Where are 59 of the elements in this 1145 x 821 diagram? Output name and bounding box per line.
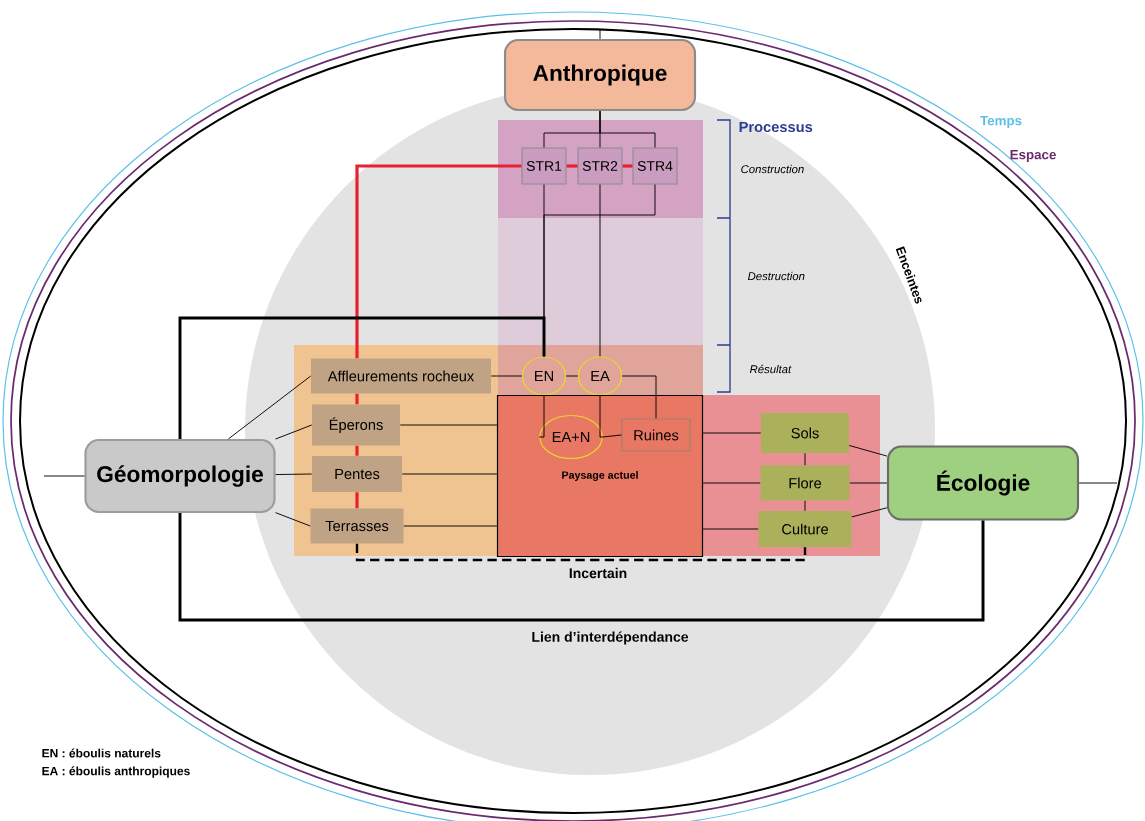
connector (599, 395, 604, 438)
bracket-heading: Processus (739, 121, 813, 133)
edge-label: Lien d’interdépendance (532, 631, 689, 645)
abbreviation-note: EN : éboulis naturels (42, 748, 161, 758)
connector (275, 424, 313, 440)
element-box: Pentes (312, 456, 402, 492)
structure-box: STR2 (577, 147, 623, 185)
connector (275, 512, 311, 527)
category-box: Écologie (886, 445, 1080, 521)
edge-label: Incertain (569, 567, 627, 579)
element-box: Flore (760, 465, 850, 501)
connector (804, 452, 806, 466)
connector (599, 184, 601, 357)
connector (849, 482, 888, 484)
ruins-box: Ruines (621, 418, 691, 452)
element-box: Terrasses (310, 508, 404, 544)
connector (599, 28, 601, 40)
connector (355, 492, 359, 509)
stage-label: Construction (741, 164, 804, 174)
connector (621, 375, 657, 419)
connector (355, 164, 522, 359)
connector (599, 110, 656, 148)
connector (403, 525, 498, 527)
connector (401, 473, 498, 475)
connector (178, 513, 985, 622)
connector (399, 424, 498, 426)
connector (851, 507, 888, 518)
element-box: Affleurements rocheux (311, 358, 491, 394)
category-box: Anthropique (503, 38, 697, 112)
structure-box: STR4 (632, 147, 678, 185)
connector (178, 316, 546, 439)
ring-label: Espace (1010, 150, 1056, 162)
connector (622, 164, 633, 168)
stage-label: Destruction (747, 271, 805, 281)
connector (355, 445, 359, 456)
connector (702, 482, 761, 484)
connector (848, 445, 888, 457)
connector (275, 473, 313, 475)
element-box: Culture (758, 511, 852, 547)
connector (538, 395, 545, 438)
connector (355, 393, 359, 405)
stage-label: Résultat (749, 364, 792, 374)
connector (1078, 482, 1118, 484)
abbreviation-note: EA : éboulis anthropiques (42, 766, 190, 778)
connector (804, 500, 806, 512)
connector (702, 528, 759, 530)
element-box: Sols (761, 413, 849, 453)
connector (355, 543, 807, 562)
structure-box: STR1 (521, 147, 567, 185)
connector (565, 375, 579, 377)
category-box: Géomorpologie (84, 438, 276, 514)
connector (566, 164, 578, 168)
element-box: Éperons (312, 404, 400, 446)
connector (602, 434, 622, 438)
connector (227, 375, 312, 440)
connector (43, 475, 85, 477)
connector (702, 432, 762, 434)
connector (490, 375, 523, 377)
ring-label: Temps (980, 116, 1022, 128)
